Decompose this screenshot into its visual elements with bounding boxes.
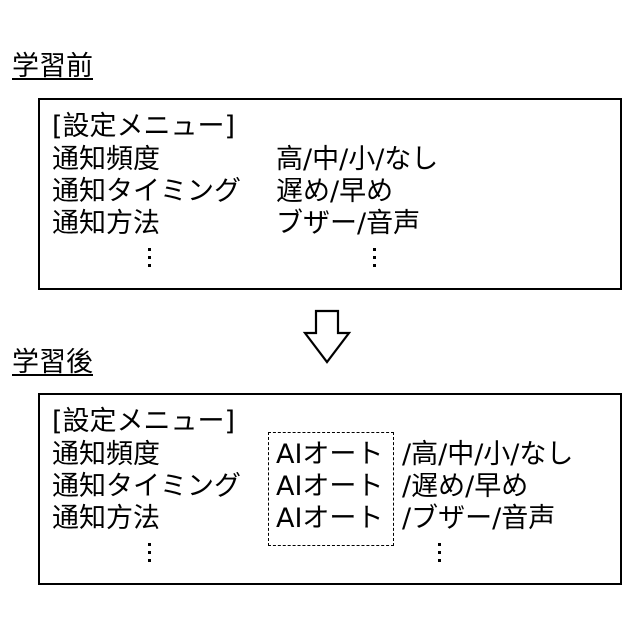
down-arrow-icon [302,309,352,365]
row-options-method: ブザー/音声 [276,209,420,239]
row-options-method: /ブザー/音声 [402,504,555,534]
settings-menu-after: [設定メニュー] 通知頻度 AIオート /高/中/小/なし 通知タイミング AI… [38,393,622,585]
ellipsis-left-icon [148,248,152,272]
row-label-method: 通知方法 [52,209,160,239]
heading-after-learning: 学習後 [12,348,93,378]
row-options-frequency: /高/中/小/なし [402,440,573,470]
ellipsis-right-icon [373,248,377,272]
row-options-timing: 遅め/早め [276,177,393,207]
ai-auto-timing: AIオート [276,472,383,502]
menu-title: [設定メニュー] [52,112,235,142]
ai-auto-frequency: AIオート [276,440,383,470]
row-label-timing: 通知タイミング [52,177,241,207]
row-label-frequency: 通知頻度 [52,440,160,470]
row-label-method: 通知方法 [52,504,160,534]
row-label-timing: 通知タイミング [52,472,241,502]
ai-auto-method: AIオート [276,504,383,534]
row-label-frequency: 通知頻度 [52,145,160,175]
row-options-frequency: 高/中/小/なし [276,145,438,175]
menu-title: [設定メニュー] [52,407,235,437]
settings-menu-before: [設定メニュー] 通知頻度 高/中/小/なし 通知タイミング 遅め/早め 通知方… [38,98,622,290]
ellipsis-right-icon [438,543,442,567]
ellipsis-left-icon [148,543,152,567]
heading-before-learning: 学習前 [12,52,93,82]
row-options-timing: /遅め/早め [402,472,528,502]
